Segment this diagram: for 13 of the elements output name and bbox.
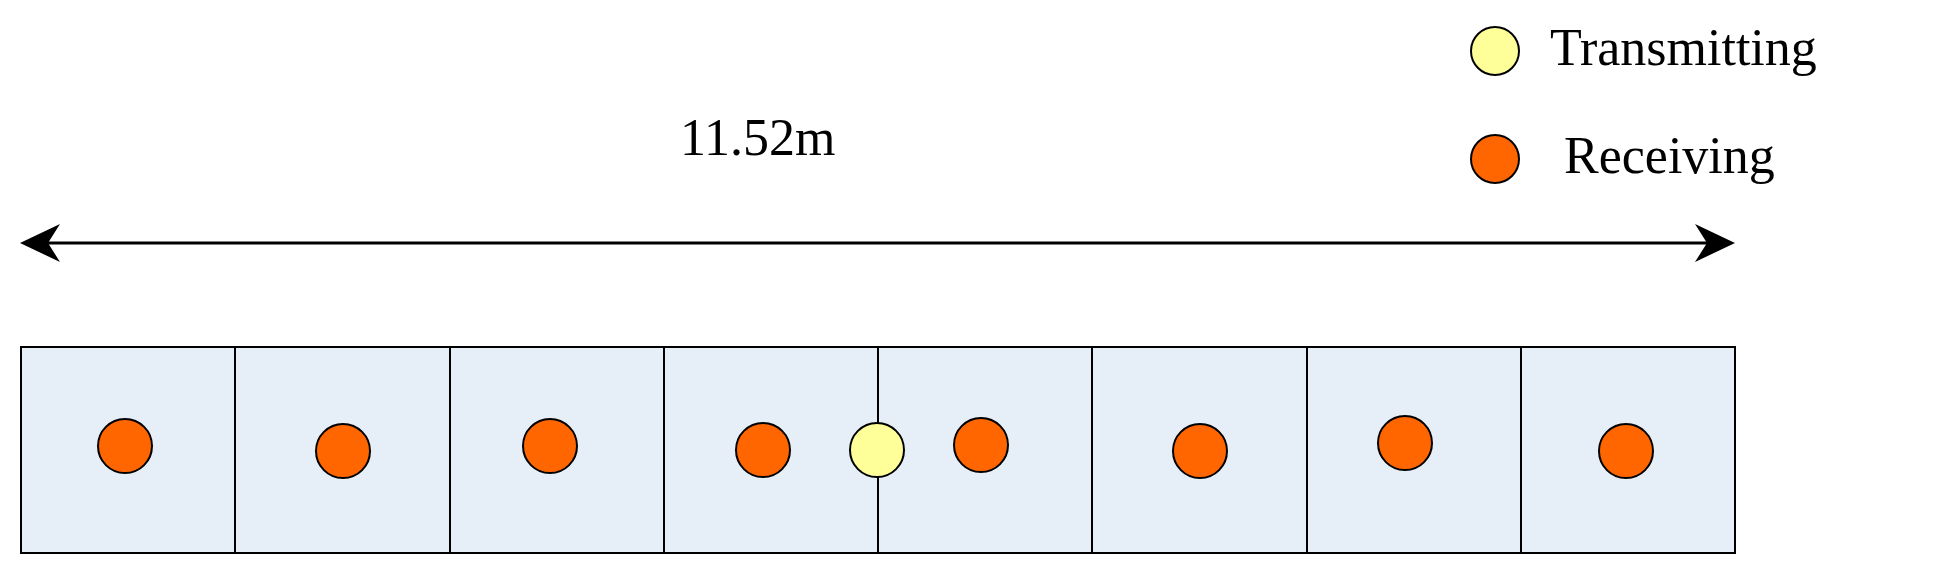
room-cell xyxy=(234,346,451,554)
dimension-label: 11.52m xyxy=(680,108,836,168)
room-cell xyxy=(1519,346,1736,554)
room-cell xyxy=(1305,346,1522,554)
room-cell xyxy=(20,346,237,554)
legend-label: Transmitting xyxy=(1550,18,1817,78)
receiver-dot xyxy=(953,417,1009,473)
room-cell xyxy=(1091,346,1308,554)
receiver-dot xyxy=(97,418,153,474)
room-cell xyxy=(877,346,1094,554)
legend-label: Receiving xyxy=(1564,126,1775,186)
room-cell xyxy=(448,346,665,554)
room-cell xyxy=(662,346,879,554)
